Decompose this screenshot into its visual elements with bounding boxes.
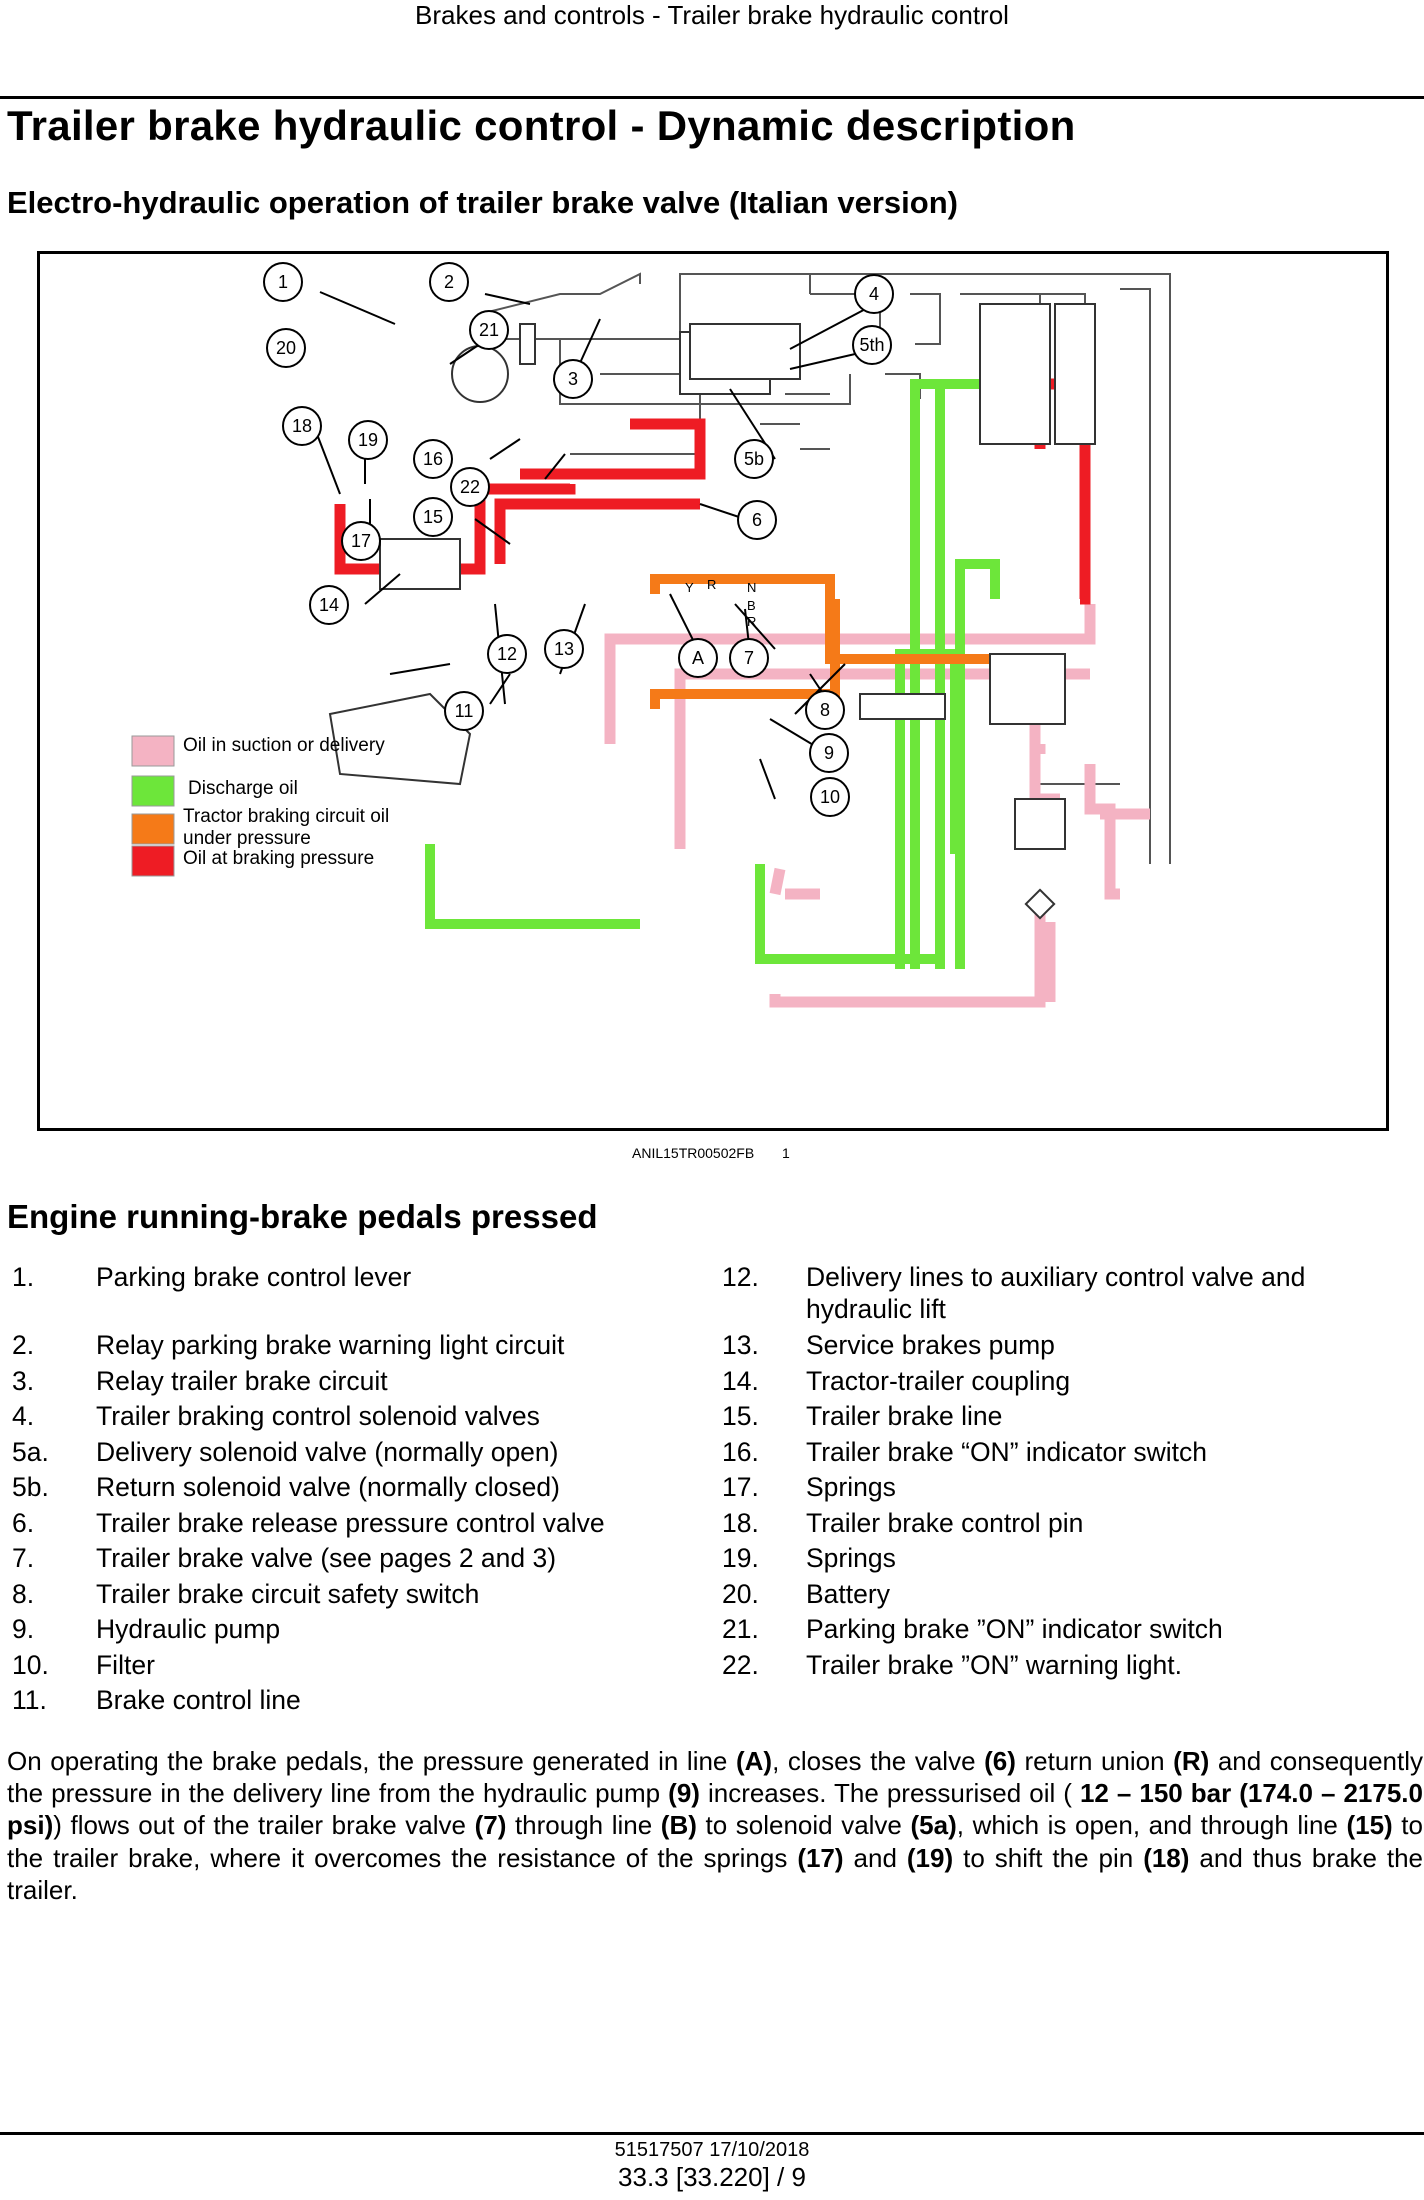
callout-18: 18 <box>292 416 312 436</box>
callout-9: 9 <box>824 743 834 763</box>
components <box>328 303 1096 920</box>
trailer-brake-valve <box>989 653 1066 725</box>
callout-5th: 5th <box>859 335 884 355</box>
callout-12: 12 <box>497 644 517 664</box>
port-R: R <box>747 614 756 629</box>
callout-2: 2 <box>444 272 454 292</box>
port-N: N <box>747 580 756 595</box>
callout-19: 19 <box>358 430 378 450</box>
list-item: 21.Parking brake ”ON” indicator switch <box>722 1614 1223 1644</box>
legend-swatch-suction <box>131 735 175 767</box>
callout-21: 21 <box>479 320 499 340</box>
discharge-lines <box>425 379 1000 969</box>
callout-15: 15 <box>423 507 443 527</box>
callout-8: 8 <box>820 700 830 720</box>
callout-4: 4 <box>869 284 879 304</box>
list-item: 13.Service brakes pump <box>722 1330 1055 1360</box>
callout-11: 11 <box>455 701 474 721</box>
coupling-body <box>328 692 472 786</box>
list-item: 2.Relay parking brake warning light circ… <box>12 1330 565 1360</box>
list-item: 20.Battery <box>722 1578 890 1609</box>
tractor-braking-lines <box>650 574 990 709</box>
callout-1: 1 <box>278 272 288 292</box>
legend-swatch-discharge <box>131 775 175 807</box>
port-letters: Y R N B R <box>685 577 756 629</box>
figure-frame: 1 2 3 4 5th 5b 6 7 8 9 10 11 12 13 14 15… <box>37 251 1389 1131</box>
footer-doc: 51517507 17/10/2018 <box>614 2139 810 2161</box>
legend-label-discharge: Discharge oil <box>188 778 298 799</box>
list-item: 19.Springs <box>722 1543 896 1573</box>
figure-number: 1 <box>782 1145 790 1161</box>
header-rule <box>0 96 1424 99</box>
callout-3: 3 <box>568 369 578 389</box>
legend-label-tractor: Tractor braking circuit oil under pressu… <box>183 806 390 849</box>
list-item: 22.Trailer brake ”ON” warning light. <box>722 1649 1183 1680</box>
switch-symbol <box>451 345 509 403</box>
list-item: 9.Hydraulic pump <box>12 1614 281 1644</box>
callout-10: 10 <box>820 787 840 807</box>
description-paragraph: On operating the brake pedals, the press… <box>7 1746 1424 1905</box>
footer-rule <box>0 2132 1424 2135</box>
list-item: 18.Trailer brake control pin <box>722 1507 1084 1538</box>
callout-5b: 5b <box>744 449 764 469</box>
callout-22: 22 <box>460 477 480 497</box>
list-item: 3.Relay trailer brake circuit <box>12 1365 388 1396</box>
list-item: 14.Tractor-trailer coupling <box>722 1365 1071 1396</box>
legend-list-left: 1.Parking brake control lever 2.Relay pa… <box>12 1260 702 1719</box>
callout-14: 14 <box>319 595 339 615</box>
legend-swatch-braking <box>131 845 175 877</box>
footer-page: 33.3 [33.220] / 9 <box>618 2162 806 2192</box>
list-item: 5a.Delivery solenoid valve (normally ope… <box>12 1436 559 1467</box>
list-item: 12.Delivery lines to auxiliary control v… <box>722 1262 1306 1324</box>
list-item: 4.Trailer braking control solenoid valve… <box>12 1401 540 1431</box>
relay-box-right <box>519 323 536 365</box>
legend-list-right: 12.Delivery lines to auxiliary control v… <box>722 1260 1412 1683</box>
list-item: 7.Trailer brake valve (see pages 2 and 3… <box>12 1543 557 1573</box>
callout-13: 13 <box>554 639 574 659</box>
list-item: 10.Filter <box>12 1649 155 1680</box>
electrical-wiring <box>479 272 1171 864</box>
brake-pump <box>859 693 946 720</box>
list-item: 17.Springs <box>722 1472 896 1502</box>
list-item: 8.Trailer brake circuit safety switch <box>12 1578 480 1609</box>
list-item: 11.Brake control line <box>12 1685 301 1715</box>
list-item: 16.Trailer brake “ON” indicator switch <box>722 1436 1208 1467</box>
filter <box>1024 888 1056 920</box>
solenoid-valve-body <box>979 303 1051 445</box>
list-item: 6.Trailer brake release pressure control… <box>12 1507 605 1538</box>
legend-swatch-tractor <box>131 813 175 845</box>
legend: Oil in suction or delivery Discharge oil… <box>131 735 390 877</box>
hydraulic-circuit-diagram: 1 2 3 4 5th 5b 6 7 8 9 10 11 12 13 14 15… <box>131 262 1171 1008</box>
port-Y: Y <box>685 580 694 595</box>
figure-code: ANIL15TR00502FB <box>632 1145 755 1161</box>
page-title: Trailer brake hydraulic control - Dynami… <box>7 102 1076 149</box>
running-header: Brakes and controls - Trailer brake hydr… <box>415 0 1009 30</box>
callout-circles <box>263 262 894 817</box>
callout-16: 16 <box>423 449 443 469</box>
callout-A: A <box>692 648 704 668</box>
list-item: 1.Parking brake control lever <box>12 1262 412 1292</box>
port-B: B <box>747 598 756 613</box>
legend-label-suction: Oil in suction or delivery <box>183 735 385 756</box>
lamp-box <box>689 323 801 380</box>
callout-7: 7 <box>744 648 754 668</box>
hydraulic-pump <box>1014 798 1066 850</box>
list-item: 15.Trailer brake line <box>722 1401 1003 1431</box>
callout-labels: 1 2 3 4 5th 5b 6 7 8 9 10 11 12 13 14 15… <box>276 272 885 807</box>
callout-6: 6 <box>752 510 762 530</box>
solenoid-valve-return <box>1054 303 1096 445</box>
legend-label-braking: Oil at braking pressure <box>183 848 374 869</box>
callout-17: 17 <box>351 531 371 551</box>
callout-20: 20 <box>276 338 296 358</box>
page-subtitle: Electro-hydraulic operation of trailer b… <box>7 185 958 220</box>
list-item: 5b.Return solenoid valve (normally close… <box>12 1472 560 1502</box>
section-title: Engine running-brake pedals pressed <box>7 1198 598 1235</box>
port-R-top: R <box>707 577 716 592</box>
